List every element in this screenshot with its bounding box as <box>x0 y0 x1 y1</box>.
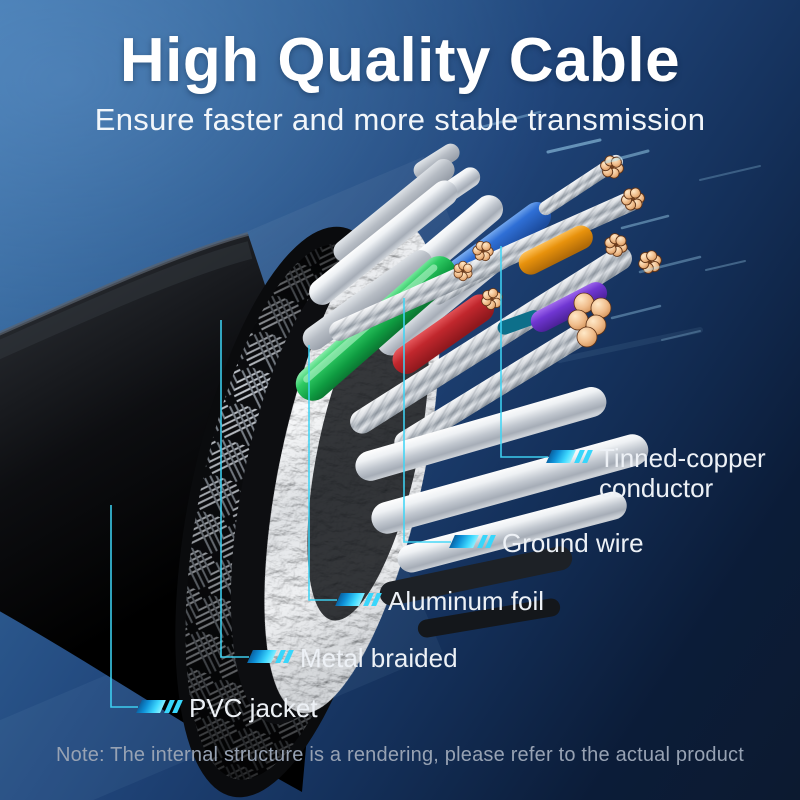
leader-aluminum-foil <box>308 345 337 601</box>
orange-wire <box>518 225 593 275</box>
ground-wire-strand <box>350 246 632 434</box>
blue-wire-strand <box>538 154 623 216</box>
callout-label: Metal braided <box>300 643 458 673</box>
callout-label: Tinned-copper conductor <box>599 443 766 503</box>
callout-pvc-jacket: PVC jacket <box>136 693 318 723</box>
speed-streaks <box>476 110 761 363</box>
callout-arrow-icon <box>335 593 381 606</box>
callout-arrow-icon <box>546 450 592 463</box>
callout-arrow-icon <box>247 650 293 663</box>
leader-ground-wire <box>403 298 451 543</box>
leader-pvc-jacket <box>110 505 138 708</box>
disclaimer-note: Note: The internal structure is a render… <box>55 744 745 766</box>
callout-arrow-icon <box>136 700 182 713</box>
callout-ground-wire: Ground wire <box>449 528 644 558</box>
copper-conductor-tip-large <box>567 292 612 348</box>
teal-wire <box>497 310 541 335</box>
callout-label: PVC jacket <box>189 693 318 723</box>
callout-aluminum-foil: Aluminum foil <box>335 586 544 616</box>
callout-label: Ground wire <box>502 528 644 558</box>
red-wire <box>392 294 495 374</box>
page-title: High Quality Cable <box>119 26 681 95</box>
leader-metal-braided <box>220 320 249 658</box>
callout-tinned-copper-conductor: Tinned-copper conductor <box>546 443 800 503</box>
callout-metal-braided: Metal braided <box>247 643 458 673</box>
callout-arrow-icon <box>449 535 495 548</box>
copper-conductor-tips <box>449 153 665 348</box>
ground-wire-strand <box>394 324 590 454</box>
callout-leader-lines <box>110 246 548 708</box>
ground-wire-strand <box>329 189 644 341</box>
leader-tinned-copper-conductor <box>500 246 548 458</box>
callout-label: Aluminum foil <box>388 586 545 616</box>
page-subtitle: Ensure faster and more stable transmissi… <box>94 102 706 137</box>
